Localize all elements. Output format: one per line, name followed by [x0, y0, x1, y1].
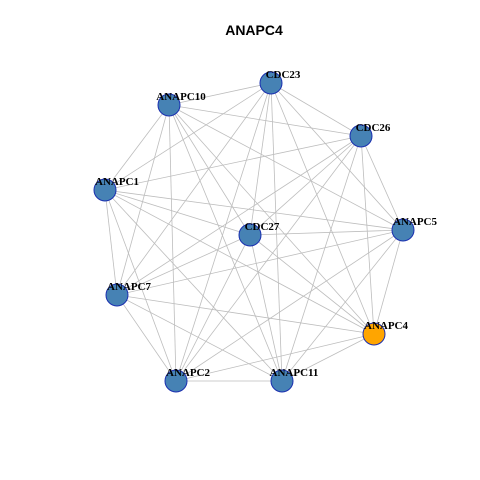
node-anapc1 — [93, 178, 117, 202]
edge-anapc5-anapc7 — [116, 229, 404, 296]
edge-cdc23-anapc7 — [116, 82, 272, 296]
node-cdc23 — [259, 71, 283, 95]
node-anapc7 — [105, 283, 129, 307]
edge-cdc23-anapc5 — [270, 82, 404, 231]
edge-cdc26-anapc4 — [360, 135, 375, 335]
edge-anapc5-anapc4 — [373, 229, 404, 335]
edge-anapc1-anapc5 — [104, 189, 404, 231]
node-label-cdc26: CDC26 — [356, 122, 391, 134]
edge-cdc23-anapc11 — [270, 82, 283, 382]
edge-anapc10-anapc7 — [116, 104, 170, 296]
node-anapc4 — [362, 322, 386, 346]
edge-anapc10-cdc26 — [168, 104, 362, 137]
edge-cdc23-anapc10 — [168, 82, 272, 106]
edge-cdc27-anapc11 — [249, 234, 283, 382]
edge-cdc27-anapc4 — [249, 234, 375, 335]
nodes-layer — [93, 71, 415, 393]
node-cdc26 — [349, 124, 373, 148]
edge-anapc7-anapc11 — [116, 294, 283, 382]
edge-cdc26-anapc11 — [281, 135, 362, 382]
edge-anapc5-anapc11 — [281, 229, 404, 382]
edges-layer — [104, 82, 404, 382]
edge-anapc10-anapc11 — [168, 104, 283, 382]
node-cdc27 — [238, 223, 262, 247]
edge-anapc10-cdc27 — [168, 104, 251, 236]
node-anapc2 — [164, 369, 188, 393]
edge-anapc4-anapc11 — [281, 333, 375, 382]
edge-cdc23-anapc1 — [104, 82, 272, 191]
edge-cdc27-anapc7 — [116, 234, 251, 296]
node-label-anapc4: ANAPC4 — [364, 320, 408, 332]
edge-cdc27-anapc2 — [175, 234, 251, 382]
edge-cdc23-anapc4 — [270, 82, 375, 335]
edge-anapc10-anapc4 — [168, 104, 375, 335]
edge-anapc4-anapc2 — [175, 333, 375, 382]
node-label-anapc7: ANAPC7 — [107, 281, 151, 293]
node-label-anapc2: ANAPC2 — [166, 367, 210, 379]
edge-anapc1-anapc7 — [104, 189, 118, 296]
edge-cdc23-anapc2 — [175, 82, 272, 382]
edge-cdc26-cdc27 — [249, 135, 362, 236]
edge-anapc7-anapc4 — [116, 294, 375, 335]
edge-cdc26-anapc7 — [116, 135, 362, 296]
edge-anapc1-cdc27 — [104, 189, 251, 236]
edge-anapc7-anapc2 — [116, 294, 177, 382]
edge-cdc26-anapc2 — [175, 135, 362, 382]
edge-anapc1-anapc11 — [104, 189, 283, 382]
edge-anapc10-anapc5 — [168, 104, 404, 231]
edge-cdc26-anapc1 — [104, 135, 362, 191]
node-anapc10 — [157, 93, 181, 117]
node-label-anapc5: ANAPC5 — [393, 216, 437, 228]
edge-anapc1-anapc4 — [104, 189, 375, 335]
node-anapc5 — [391, 218, 415, 242]
node-label-anapc1: ANAPC1 — [95, 176, 139, 188]
node-label-anapc11: ANAPC11 — [270, 367, 319, 379]
edge-cdc23-cdc26 — [270, 82, 362, 137]
edge-anapc1-anapc2 — [104, 189, 177, 382]
edge-cdc26-anapc5 — [360, 135, 404, 231]
edge-cdc27-anapc5 — [249, 229, 404, 236]
edge-anapc5-anapc2 — [175, 229, 404, 382]
edge-anapc10-anapc2 — [168, 104, 177, 382]
node-anapc11 — [270, 369, 294, 393]
edge-anapc10-anapc1 — [104, 104, 170, 191]
node-label-cdc23: CDC23 — [266, 69, 301, 81]
node-label-cdc27: CDC27 — [245, 221, 280, 233]
node-label-anapc10: ANAPC10 — [156, 91, 206, 103]
graph-title: ANAPC4 — [225, 22, 283, 38]
